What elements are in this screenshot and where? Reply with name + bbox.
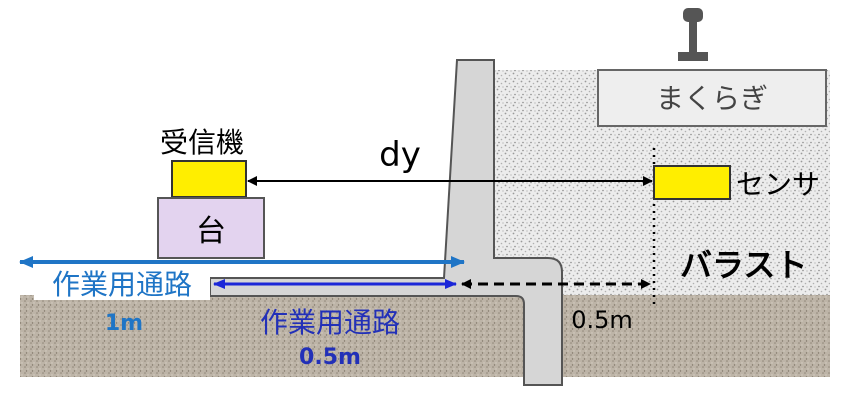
walkway-inner-label: 作業用通路 xyxy=(260,306,400,339)
sensor-box xyxy=(653,165,731,200)
receiver-label: 受信機 xyxy=(160,126,244,159)
walkway-outer-width: 1m xyxy=(105,311,143,336)
sensor-label: センサ xyxy=(736,168,820,201)
ballast-label: バラスト xyxy=(680,246,807,284)
rail-icon xyxy=(678,8,708,61)
ground xyxy=(20,295,830,377)
dy-label: dy xyxy=(379,135,421,175)
stand-box xyxy=(157,197,265,259)
stand-label: 台 xyxy=(196,214,226,249)
walkway-outer-label-box xyxy=(34,266,210,300)
sleeper-label: まくらぎ xyxy=(656,82,768,115)
walkway-inner-width: 0.5m xyxy=(299,345,361,370)
sleeper-box xyxy=(597,69,827,127)
clearance-label: 0.5m xyxy=(571,306,633,334)
receiver-box xyxy=(171,160,247,198)
walkway-outer-label: 作業用通路 xyxy=(52,268,192,301)
retaining-wall xyxy=(209,59,563,386)
